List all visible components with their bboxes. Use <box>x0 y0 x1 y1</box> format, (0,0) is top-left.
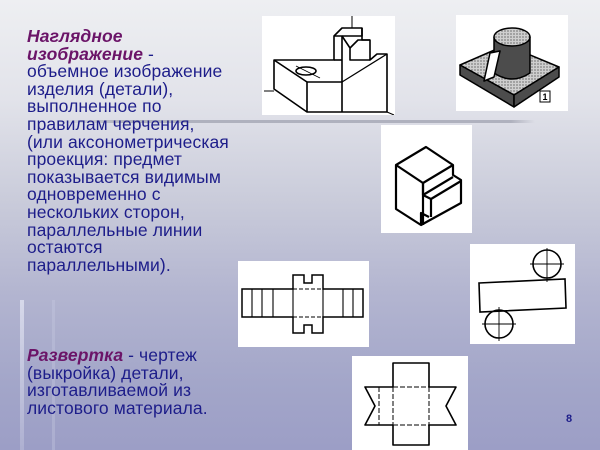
definition-line: изготавливаемой из <box>27 380 192 401</box>
decorative-vertical-line-2 <box>52 300 55 450</box>
definition-line: проекция: предмет <box>27 149 182 170</box>
decorative-vertical-line <box>20 300 24 450</box>
definition-line: листового материала. <box>27 397 208 418</box>
figure-unfolding-cross-shape <box>352 356 468 450</box>
definition-line: показывается видимым <box>27 166 221 187</box>
definition-unfolding: Развертка - чертеж (выкройка) детали, из… <box>27 345 267 418</box>
term-dash: - <box>143 43 154 64</box>
figure-isometric-block-with-slot <box>262 16 395 115</box>
definition-line: правилам черчения, <box>27 113 195 134</box>
cross-unfolding-drawing <box>364 362 457 446</box>
definition-line: параллельными). <box>27 254 171 275</box>
definition-line: изделия (детали), <box>27 78 174 99</box>
figure-isometric-stepped-block <box>381 125 472 233</box>
term-izobrazhenie: изображение <box>27 43 144 64</box>
definition-line: (или аксонометрическая <box>27 131 229 152</box>
page-number: 8 <box>566 413 573 425</box>
definition-line: нескольких сторон, <box>27 201 185 222</box>
stepped-block-drawing <box>394 145 463 227</box>
figure-isometric-cylinder-on-plate: 1 <box>456 15 568 111</box>
definition-visual-image: Наглядное изображение - объемное изображ… <box>27 26 267 275</box>
cylinder-on-plate-drawing: 1 <box>459 27 560 108</box>
term-naglyadnoe: Наглядное <box>27 26 123 46</box>
definition-line: объемное изображение <box>27 61 223 82</box>
slotted-strip-unfolding-drawing <box>241 274 364 334</box>
definition-line: одновременно с <box>27 184 161 205</box>
figure-unfolding-slotted-strip <box>238 261 369 347</box>
cylinder-unfolding-drawing <box>478 248 567 341</box>
definition-line: (выкройка) детали, <box>27 362 184 383</box>
term-razvertka: Развертка <box>27 345 124 365</box>
decorative-horizontal-line <box>50 120 535 123</box>
definition-line: параллельные линии <box>27 219 203 240</box>
figure-label: 1 <box>542 92 547 102</box>
definition-line: остаются <box>27 237 103 258</box>
definition-line: выполненное по <box>27 96 162 117</box>
definition-first-line: - чертеж <box>123 345 197 365</box>
figure-unfolding-cylinder-with-circles <box>470 244 575 344</box>
block-with-slot-drawing <box>264 16 395 115</box>
